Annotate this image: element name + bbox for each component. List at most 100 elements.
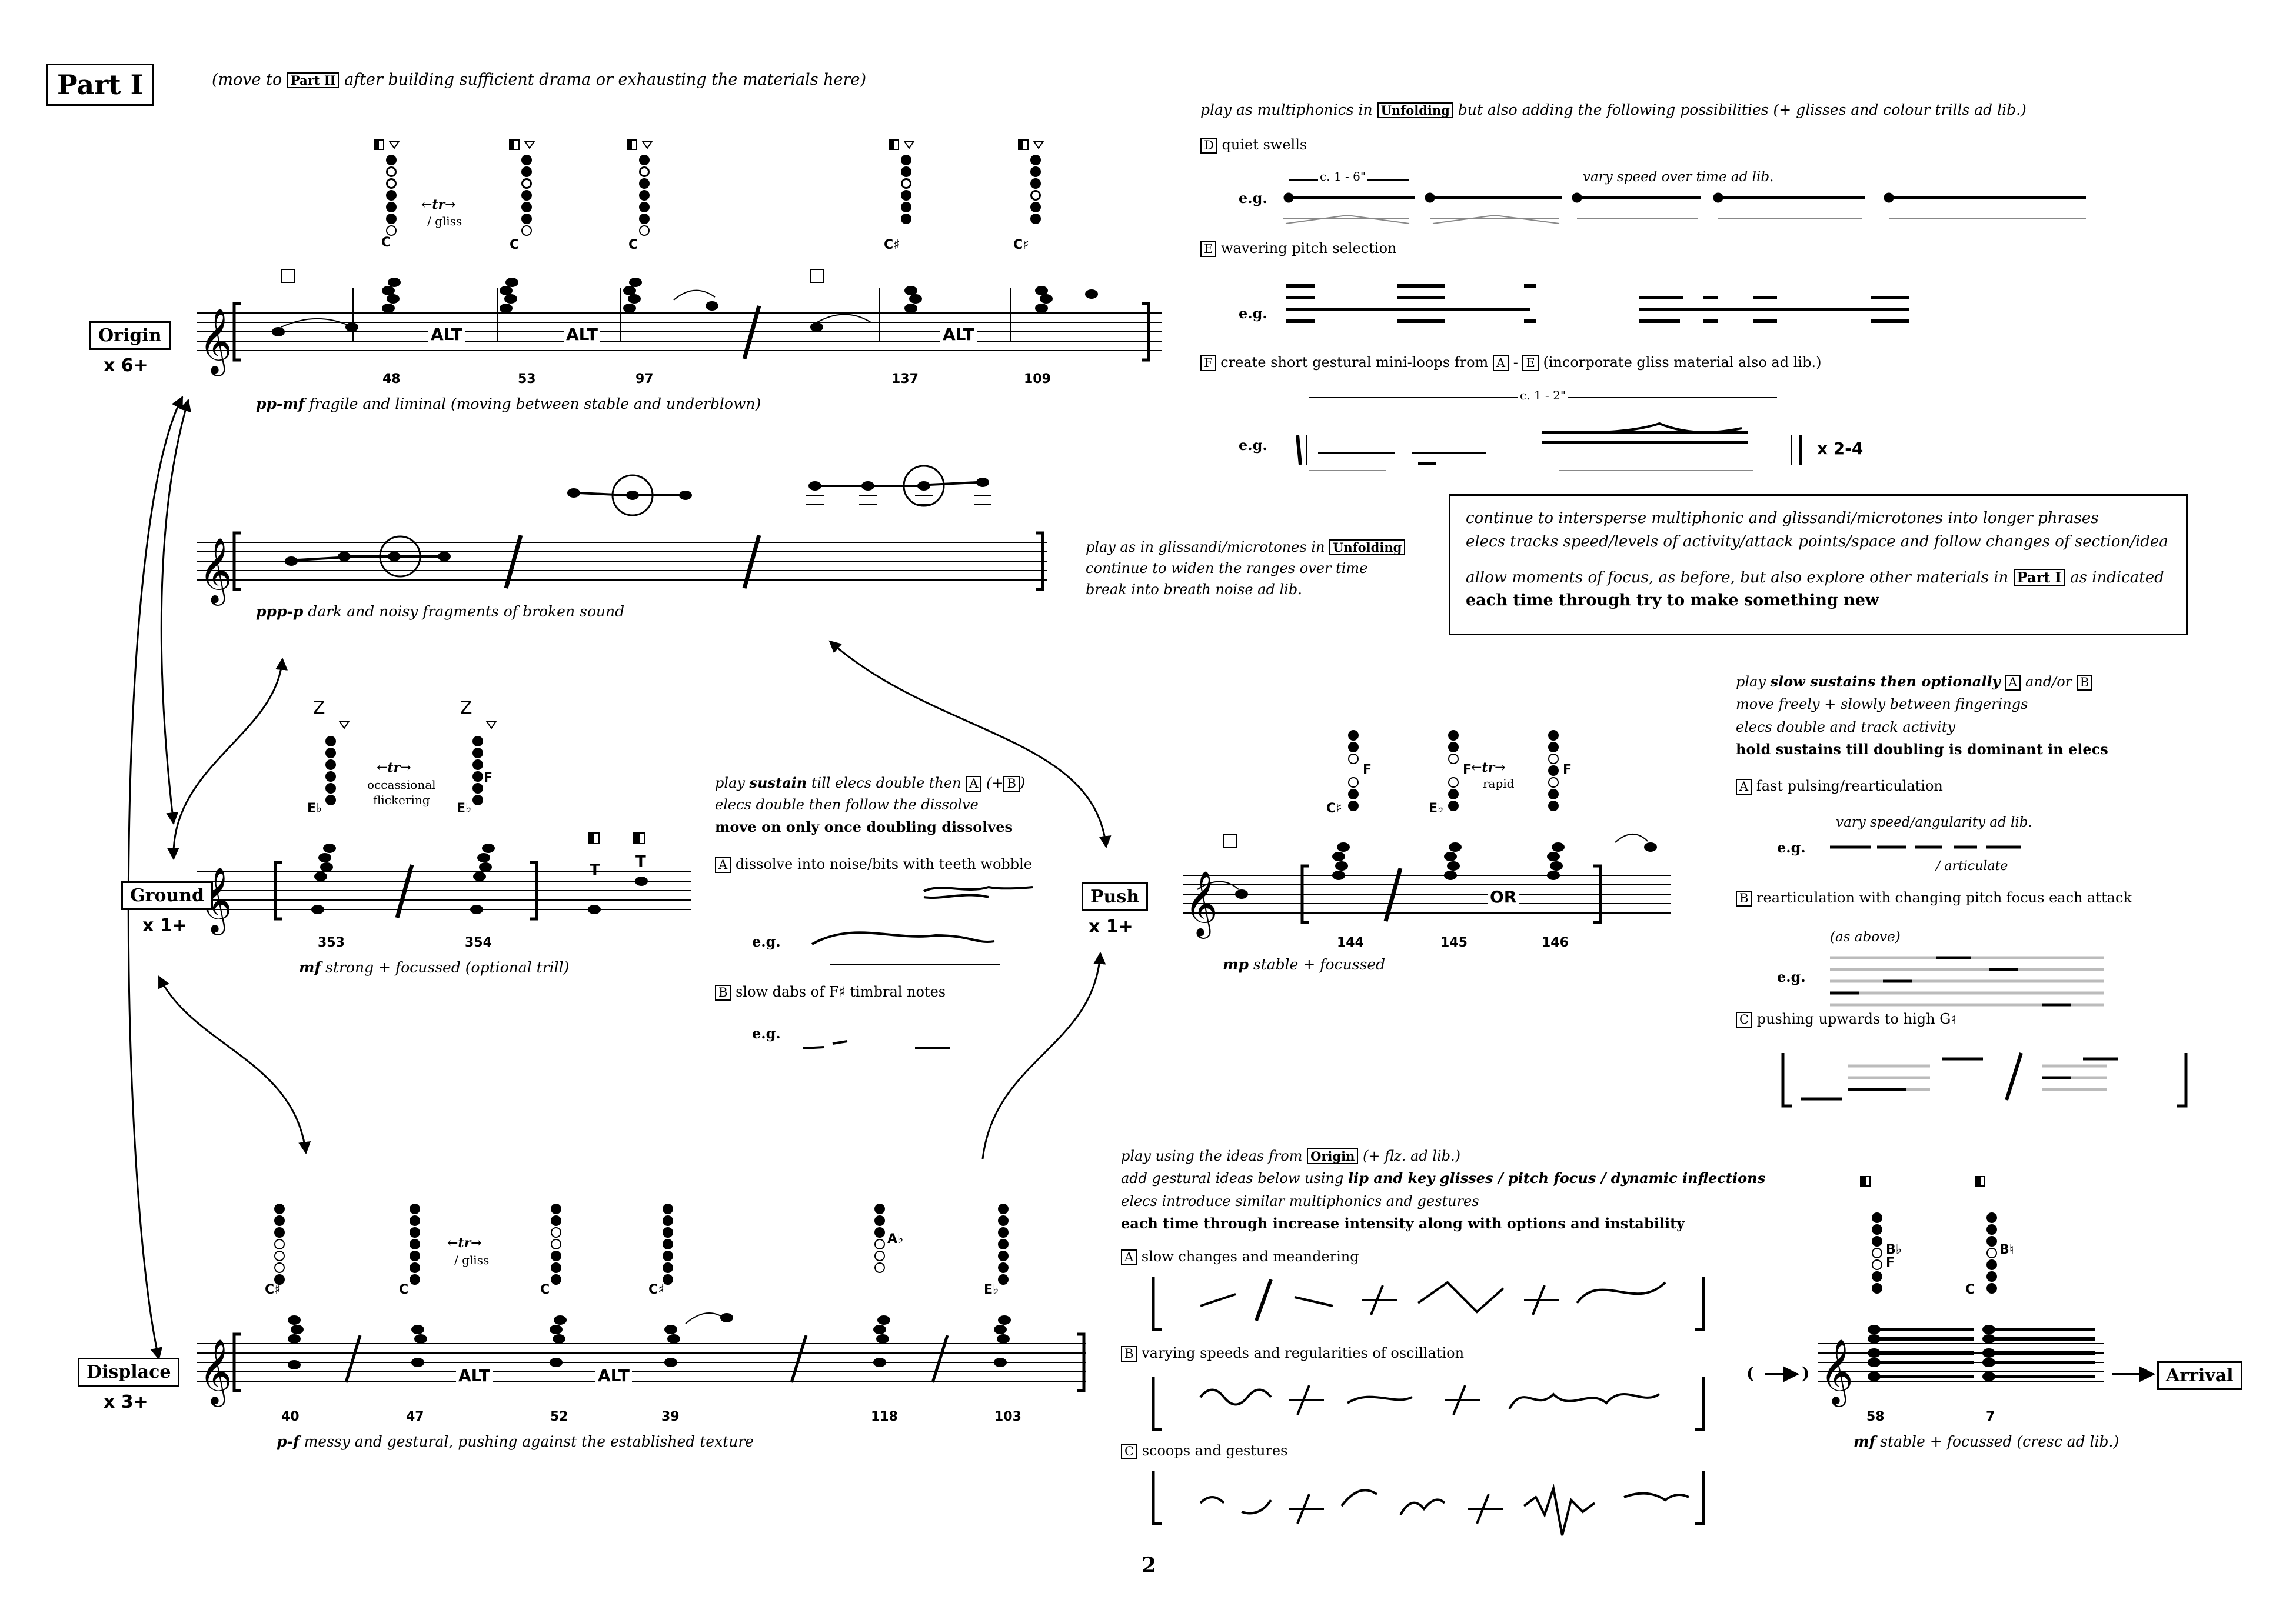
unfolding-link-noise[interactable]: Unfolding	[1329, 539, 1406, 556]
intersperse-l2: elecs tracks speed/levels of activity/at…	[1466, 533, 2168, 551]
slow-a-note: vary speed/angularity ad lib.	[1836, 815, 2032, 830]
slow-l3: elecs double and track activity	[1736, 718, 1955, 735]
register-icons-origin	[281, 139, 1044, 283]
staff-noise	[197, 542, 1047, 581]
slow-a-letter[interactable]: A	[1736, 779, 1752, 795]
displace-description: messy and gestural, pushing against the …	[304, 1433, 754, 1450]
ground-trill-sub1: occassional	[367, 778, 436, 792]
brackets	[232, 302, 1602, 1392]
displace-num-4: 39	[661, 1409, 680, 1424]
push-trill-sub: rapid	[1483, 776, 1515, 791]
slow-c-label: pushing upwards to high G♮	[1756, 1011, 1956, 1027]
arrival-num-2: 7	[1986, 1409, 1995, 1424]
part-label: Part I	[46, 64, 155, 106]
part-i-link[interactable]: Part I	[2013, 568, 2065, 586]
slow-b-letter[interactable]: B	[1736, 891, 1752, 907]
slow-panel-graphics	[1781, 845, 2188, 1108]
oi-b-letter[interactable]: B	[1121, 1346, 1137, 1362]
ground-t-2: T	[635, 853, 646, 871]
origin-alt-1: ALT	[428, 325, 465, 344]
staff-push	[1183, 875, 1671, 914]
option-e-label: wavering pitch selection	[1220, 240, 1397, 256]
origin-notes	[272, 278, 1098, 341]
option-e-row: E wavering pitch selection	[1200, 240, 1397, 258]
option-f-box-e[interactable]: E	[1522, 355, 1539, 372]
displace-fing-5: E♭	[984, 1282, 999, 1297]
option-d-eg: e.g.	[1239, 189, 1267, 206]
ground-notes	[311, 721, 648, 914]
slow-b-row: B rearticulation with changing pitch foc…	[1736, 889, 2132, 907]
section-ground[interactable]: Ground	[121, 881, 214, 910]
ground-z-1: Z	[313, 698, 325, 718]
section-arrival[interactable]: Arrival	[2157, 1361, 2242, 1390]
displace-fing-4: C♯	[648, 1282, 664, 1297]
option-f-dash: -	[1513, 354, 1518, 371]
section-origin[interactable]: Origin	[89, 321, 171, 350]
push-fing-f-2: F	[1463, 762, 1472, 777]
origin-ideas-graphics	[1152, 1277, 1705, 1536]
noise-notes	[285, 465, 991, 578]
section-push[interactable]: Push	[1082, 882, 1149, 911]
ground-fing-1: E♭	[307, 801, 322, 816]
oi-a-letter[interactable]: A	[1121, 1249, 1137, 1266]
sustain-box-b[interactable]: B	[1003, 776, 1020, 792]
oi-l1-post: (+ flz. ad lib.)	[1362, 1148, 1461, 1164]
part-ii-link[interactable]: Part II	[287, 72, 340, 89]
sustain-l1-mid: till elecs double then	[811, 775, 961, 791]
origin-label: Origin	[98, 325, 162, 346]
option-f-letter[interactable]: F	[1200, 355, 1216, 372]
arrival-label: Arrival	[2166, 1365, 2234, 1386]
option-e-letter[interactable]: E	[1200, 241, 1217, 258]
origin-num-2: 53	[518, 372, 536, 386]
slow-l1-bold: slow sustains then optionally	[1770, 673, 2001, 690]
staff-origin	[197, 312, 1162, 351]
ground-num-1: 353	[318, 935, 345, 950]
displace-fing-3: C	[540, 1282, 550, 1297]
sustain-a-letter[interactable]: A	[715, 857, 731, 874]
oi-c-letter[interactable]: C	[1121, 1444, 1138, 1460]
ground-dynamic-line: mf strong + focussed (optional trill)	[299, 959, 569, 976]
slow-l2: move freely + slowly between fingerings	[1736, 696, 2028, 713]
unfolding-intro-post: but also adding the following possibilit…	[1458, 101, 2027, 118]
push-dynamic-line: mp stable + focussed	[1223, 956, 1385, 973]
origin-trill: ←tr→	[421, 197, 456, 212]
origin-dynamic: pp-mf	[256, 395, 305, 412]
option-d-letter[interactable]: D	[1200, 138, 1217, 154]
svg-text:𝄞: 𝄞	[199, 308, 232, 376]
origin-trill-sub: / gliss	[427, 214, 462, 228]
arrival-fing-1: B♭	[1886, 1242, 1902, 1257]
arrival-close-paren: )	[1802, 1364, 1810, 1383]
noise-dynamic-line: ppp-p dark and noisy fragments of broken…	[256, 603, 624, 620]
noise-note: play as in glissandi/microtones in Unfol…	[1086, 536, 1406, 600]
svg-text:𝄞: 𝄞	[199, 537, 232, 606]
slow-box-a[interactable]: A	[2005, 675, 2021, 691]
option-d-note: vary speed over time ad lib.	[1583, 169, 1774, 185]
section-displace[interactable]: Displace	[78, 1358, 180, 1387]
slow-box-b[interactable]: B	[2076, 675, 2093, 691]
intersperse-l3-post: as indicated	[2070, 568, 2164, 586]
option-d-row: D quiet swells	[1200, 136, 1307, 154]
origin-link[interactable]: Origin	[1307, 1148, 1359, 1165]
slow-c-letter[interactable]: C	[1736, 1012, 1753, 1028]
staff-ground	[197, 871, 691, 910]
unfolding-link[interactable]: Unfolding	[1377, 102, 1453, 119]
staff-displace	[197, 1343, 1086, 1382]
origin-alt-2: ALT	[564, 325, 600, 344]
svg-text:𝄞: 𝄞	[1184, 870, 1218, 939]
displace-num-1: 40	[281, 1409, 300, 1424]
sustain-l2: elecs double then follow the dissolve	[715, 796, 979, 814]
sustain-box-a[interactable]: A	[966, 776, 982, 792]
displace-notes	[274, 1204, 1011, 1383]
option-f-box-a[interactable]: A	[1492, 355, 1509, 372]
displace-dynamic-line: p-f messy and gestural, pushing against …	[277, 1433, 754, 1450]
oi-a-row: A slow changes and meandering	[1121, 1248, 1359, 1266]
noise-note-l3: break into breath noise ad lib.	[1086, 581, 1302, 598]
displace-trill-sub: / gliss	[454, 1253, 490, 1267]
sustain-b-letter[interactable]: B	[715, 985, 731, 1001]
oi-l4: each time through increase intensity alo…	[1121, 1215, 1685, 1232]
ground-trill: ←tr→	[377, 760, 411, 775]
page-number: 2	[1142, 1553, 1157, 1578]
sustain-close: )	[1019, 775, 1026, 791]
displace-num-5: 118	[871, 1409, 898, 1424]
